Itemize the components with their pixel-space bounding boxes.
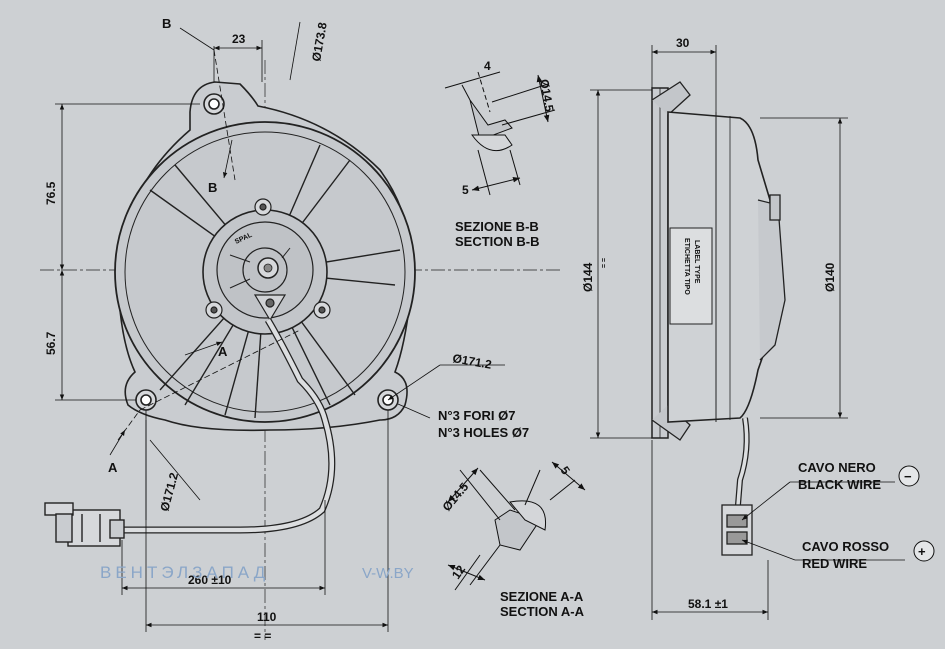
side-dim-diameter-body: Ø140	[823, 262, 837, 292]
section-a-dim-diameter: Ø14.5	[440, 480, 472, 514]
watermark-brand: ВЕНТЭЛЗАПАД	[100, 563, 269, 582]
front-dimensions	[55, 21, 505, 632]
dim-mount-diameter-right: Ø171.2	[451, 351, 493, 372]
section-b-dim-thickness: 4	[484, 59, 491, 73]
front-connector-plug	[44, 502, 125, 547]
section-b-marker-top: B	[162, 16, 171, 31]
section-b-drawing	[444, 71, 556, 196]
side-symmetry-mark: = =	[601, 258, 608, 268]
side-view	[651, 81, 786, 556]
symmetry-mark-front: = =	[254, 629, 271, 643]
side-dim-depth-top: 30	[676, 36, 690, 50]
front-shroud-inner	[124, 131, 406, 413]
dim-width-110: 110	[257, 610, 277, 624]
red-wire-en: RED WIRE	[802, 556, 867, 571]
side-dimensions	[590, 45, 905, 620]
dim-width-23: 23	[232, 32, 246, 46]
side-label-plate	[669, 227, 713, 325]
section-a-drawing	[447, 461, 586, 591]
black-wire-it: CAVO NERO	[798, 460, 876, 475]
section-a-title-en: SECTION A-A	[500, 604, 585, 619]
side-label-en: LABEL TYPE	[693, 240, 700, 284]
minus-terminal-icon: −	[898, 465, 920, 487]
dim-height-top: 76.5	[44, 181, 58, 205]
section-b-dim-diameter: Ø14.5	[537, 78, 557, 113]
front-hub-ring	[242, 247, 288, 293]
side-label-it: ETICHETTA TIPO	[683, 238, 690, 295]
svg-text:+: +	[918, 544, 926, 559]
holes-label-en: N°3 HOLES Ø7	[438, 425, 529, 440]
front-view	[40, 60, 560, 640]
red-wire-it: CAVO ROSSO	[802, 539, 889, 554]
section-a-dim-depth: 5	[558, 464, 573, 478]
section-b-dim-depth: 5	[462, 183, 469, 197]
dim-height-bottom: 56.7	[44, 331, 58, 355]
section-a-marker-mid: A	[218, 344, 228, 359]
dim-cable-length: 260 ±10	[188, 573, 232, 587]
section-b-title-en: SECTION B-B	[455, 234, 540, 249]
dim-diameter-outer: Ø173.8	[309, 21, 330, 63]
dim-mount-diameter-left: Ø171.2	[157, 471, 181, 513]
section-b-title-it: SEZIONE B-B	[455, 219, 539, 234]
watermark-site: V-W.BY	[362, 565, 414, 582]
svg-text:−: −	[904, 469, 912, 484]
section-a-marker-low: A	[108, 460, 118, 475]
side-dim-diameter-shroud: Ø144	[581, 262, 595, 292]
front-motor-screws	[205, 198, 331, 319]
holes-label-it: N°3 FORI Ø7	[438, 408, 515, 423]
black-wire-en: BLACK WIRE	[798, 477, 881, 492]
side-connector-plug	[721, 504, 753, 556]
section-b-marker-mid: B	[208, 180, 217, 195]
plus-terminal-icon: +	[913, 540, 935, 562]
section-a-dim-height: 12	[449, 562, 468, 581]
side-dim-depth-bottom: 58.1 ±1	[688, 597, 728, 611]
section-a-title-it: SEZIONE A-A	[500, 589, 584, 604]
